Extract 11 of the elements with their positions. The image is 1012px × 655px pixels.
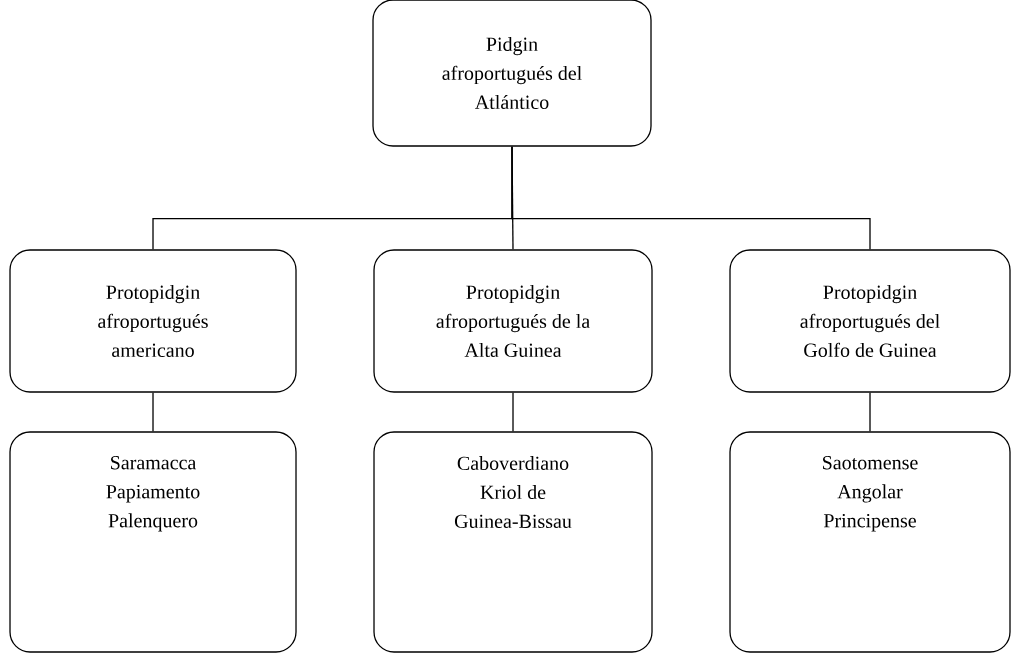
connector-line [511, 146, 871, 250]
language-box: Protopidgin afroportugués del Golfo de Guinea [729, 249, 1011, 393]
language-box: Saotomense Angolar Principense [729, 431, 1011, 653]
connector-line [869, 392, 871, 432]
language-box: Caboverdiano Kriol de Guinea-Bissau [373, 431, 653, 653]
language-box: Pidgin afroportugués del Atlántico [372, 0, 652, 147]
language-box: Protopidgin afroportugués americano [9, 249, 297, 393]
connector-line [512, 392, 514, 432]
language-box: Protopidgin afroportugués de la Alta Guinea [373, 249, 653, 393]
language-box: Saramacca Papiamento Palenquero [9, 431, 297, 653]
connector-line [152, 392, 154, 432]
